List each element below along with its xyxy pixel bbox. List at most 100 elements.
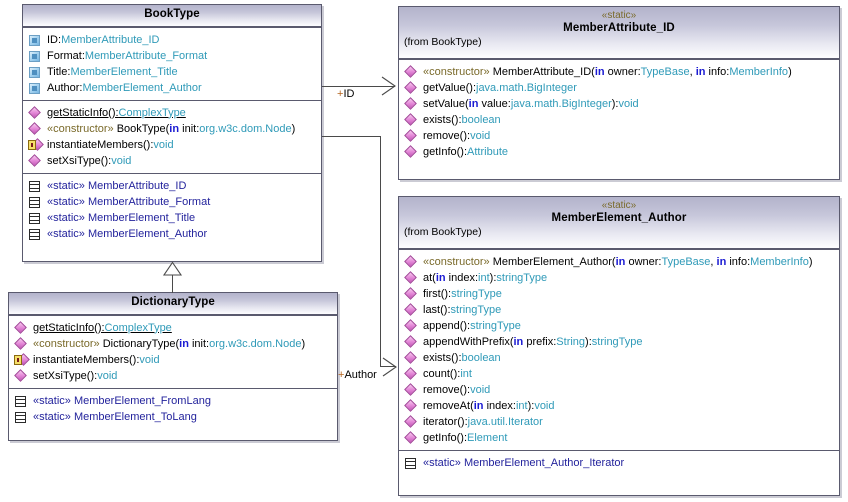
operation-icon bbox=[404, 129, 419, 143]
attribute-row[interactable]: Format:MemberAttribute_Format bbox=[25, 48, 319, 64]
class-title: BookType bbox=[144, 8, 200, 20]
class-title: MemberElement_Author bbox=[551, 212, 687, 224]
nested-compartment-memberelement-author: «static» MemberElement_Author_Iterator bbox=[399, 450, 839, 475]
operation-row[interactable]: getInfo():Element bbox=[401, 430, 837, 446]
operation-icon bbox=[404, 399, 419, 413]
operations-compartment-memberelement-author: «constructor» MemberElement_Author(in ow… bbox=[399, 249, 839, 450]
operation-icon bbox=[404, 351, 419, 365]
operation-private-icon bbox=[14, 353, 29, 367]
operation-row[interactable]: getStaticInfo():ComplexType bbox=[11, 320, 335, 336]
operation-row[interactable]: instantiateMembers():void bbox=[11, 352, 335, 368]
operation-row[interactable]: exists():boolean bbox=[401, 112, 837, 128]
attribute-label: Title:MemberElement_Title bbox=[47, 65, 178, 78]
operation-row[interactable]: getInfo():Attribute bbox=[401, 144, 837, 160]
attribute-row[interactable]: Author:MemberElement_Author bbox=[25, 80, 319, 96]
operation-row[interactable]: at(in index:int):stringType bbox=[401, 270, 837, 286]
operation-row[interactable]: last():stringType bbox=[401, 302, 837, 318]
class-namespace: (from BookType) bbox=[404, 36, 482, 48]
class-box-memberelement-author[interactable]: «static» MemberElement_Author (from Book… bbox=[398, 196, 840, 496]
operation-label: getValue():java.math.BigInteger bbox=[423, 81, 577, 94]
class-header-dictionarytype: DictionaryType bbox=[9, 293, 337, 315]
attribute-icon bbox=[28, 33, 43, 47]
nested-class-label: «static» MemberElement_Author_Iterator bbox=[423, 456, 625, 469]
operation-label: setXsiType():void bbox=[47, 154, 132, 167]
operation-row[interactable]: iterator():java.util.Iterator bbox=[401, 414, 837, 430]
nested-class-row[interactable]: «static» MemberElement_ToLang bbox=[11, 409, 335, 425]
operation-icon bbox=[28, 122, 43, 136]
nested-compartment-booktype: «static» MemberAttribute_ID «static» Mem… bbox=[23, 173, 321, 246]
operation-row[interactable]: instantiateMembers():void bbox=[25, 137, 319, 153]
operation-icon bbox=[404, 81, 419, 95]
connector-label-text: ID bbox=[343, 88, 355, 100]
operation-icon bbox=[404, 65, 419, 79]
operation-icon bbox=[404, 255, 419, 269]
operation-row[interactable]: first():stringType bbox=[401, 286, 837, 302]
class-header-booktype: BookType bbox=[23, 5, 321, 27]
operation-icon bbox=[14, 337, 29, 351]
operation-row[interactable]: remove():void bbox=[401, 128, 837, 144]
operation-label: «constructor» MemberAttribute_ID(in owne… bbox=[423, 65, 792, 78]
operation-row[interactable]: setValue(in value:java.math.BigInteger):… bbox=[401, 96, 837, 112]
operation-label: removeAt(in index:int):void bbox=[423, 399, 555, 412]
operation-label: iterator():java.util.Iterator bbox=[423, 415, 543, 428]
attribute-label: ID:MemberAttribute_ID bbox=[47, 33, 160, 46]
operation-row[interactable]: setXsiType():void bbox=[11, 368, 335, 384]
operation-label: «constructor» MemberElement_Author(in ow… bbox=[423, 255, 813, 268]
connector-label-author: +Author bbox=[338, 369, 377, 381]
class-header-memberelement-author: «static» MemberElement_Author (from Book… bbox=[399, 197, 839, 249]
attribute-icon bbox=[28, 81, 43, 95]
nested-class-row[interactable]: «static» MemberAttribute_Format bbox=[25, 194, 319, 210]
operation-label: remove():void bbox=[423, 129, 491, 142]
operation-label: getInfo():Element bbox=[423, 431, 508, 444]
class-box-memberattribute-id[interactable]: «static» MemberAttribute_ID (from BookTy… bbox=[398, 6, 840, 180]
operation-icon bbox=[404, 367, 419, 381]
operation-label: setValue(in value:java.math.BigInteger):… bbox=[423, 97, 639, 110]
operation-row[interactable]: «constructor» MemberElement_Author(in ow… bbox=[401, 254, 837, 270]
class-icon bbox=[14, 410, 29, 424]
class-box-booktype[interactable]: BookType ID:MemberAttribute_ID Format:Me… bbox=[22, 4, 322, 262]
operation-row[interactable]: «constructor» MemberAttribute_ID(in owne… bbox=[401, 64, 837, 80]
operation-label: exists():boolean bbox=[423, 113, 501, 126]
operation-icon bbox=[404, 335, 419, 349]
operation-row[interactable]: appendWithPrefix(in prefix:String):strin… bbox=[401, 334, 837, 350]
operation-label: getStaticInfo():ComplexType bbox=[47, 106, 186, 119]
attribute-row[interactable]: Title:MemberElement_Title bbox=[25, 64, 319, 80]
connector-assoc-author-seg-h2[interactable] bbox=[380, 366, 396, 367]
class-header-memberattribute-id: «static» MemberAttribute_ID (from BookTy… bbox=[399, 7, 839, 59]
operation-icon bbox=[404, 319, 419, 333]
attribute-row[interactable]: ID:MemberAttribute_ID bbox=[25, 32, 319, 48]
operation-icon bbox=[28, 154, 43, 168]
operation-label: instantiateMembers():void bbox=[47, 138, 174, 151]
operation-row[interactable]: «constructor» BookType(in init:org.w3c.d… bbox=[25, 121, 319, 137]
nested-class-row[interactable]: «static» MemberAttribute_ID bbox=[25, 178, 319, 194]
connector-generalization-line[interactable] bbox=[172, 275, 173, 293]
operation-row[interactable]: exists():boolean bbox=[401, 350, 837, 366]
operation-row[interactable]: getValue():java.math.BigInteger bbox=[401, 80, 837, 96]
connector-assoc-author-seg-v[interactable] bbox=[380, 136, 381, 367]
operation-label: count():int bbox=[423, 367, 472, 380]
nested-class-row[interactable]: «static» MemberElement_Title bbox=[25, 210, 319, 226]
generalization-triangle-icon bbox=[162, 261, 183, 276]
operation-icon bbox=[404, 113, 419, 127]
nested-class-row[interactable]: «static» MemberElement_Author bbox=[25, 226, 319, 242]
class-icon bbox=[14, 394, 29, 408]
class-title: DictionaryType bbox=[131, 296, 215, 308]
operation-row[interactable]: «constructor» DictionaryType(in init:org… bbox=[11, 336, 335, 352]
operation-row[interactable]: count():int bbox=[401, 366, 837, 382]
class-icon bbox=[28, 211, 43, 225]
operation-label: getInfo():Attribute bbox=[423, 145, 508, 158]
operation-label: append():stringType bbox=[423, 319, 521, 332]
connector-label-text: Author bbox=[344, 369, 377, 381]
connector-assoc-id-line[interactable] bbox=[322, 86, 395, 87]
nested-class-row[interactable]: «static» MemberElement_FromLang bbox=[11, 393, 335, 409]
class-icon bbox=[404, 456, 419, 470]
nested-class-row[interactable]: «static» MemberElement_Author_Iterator bbox=[401, 455, 837, 471]
operation-row[interactable]: removeAt(in index:int):void bbox=[401, 398, 837, 414]
operation-row[interactable]: getStaticInfo():ComplexType bbox=[25, 105, 319, 121]
connector-assoc-author-seg-h1[interactable] bbox=[322, 136, 381, 137]
operation-row[interactable]: append():stringType bbox=[401, 318, 837, 334]
operation-row[interactable]: setXsiType():void bbox=[25, 153, 319, 169]
operation-row[interactable]: remove():void bbox=[401, 382, 837, 398]
class-icon bbox=[28, 227, 43, 241]
class-box-dictionarytype[interactable]: DictionaryType getStaticInfo():ComplexTy… bbox=[8, 292, 338, 441]
